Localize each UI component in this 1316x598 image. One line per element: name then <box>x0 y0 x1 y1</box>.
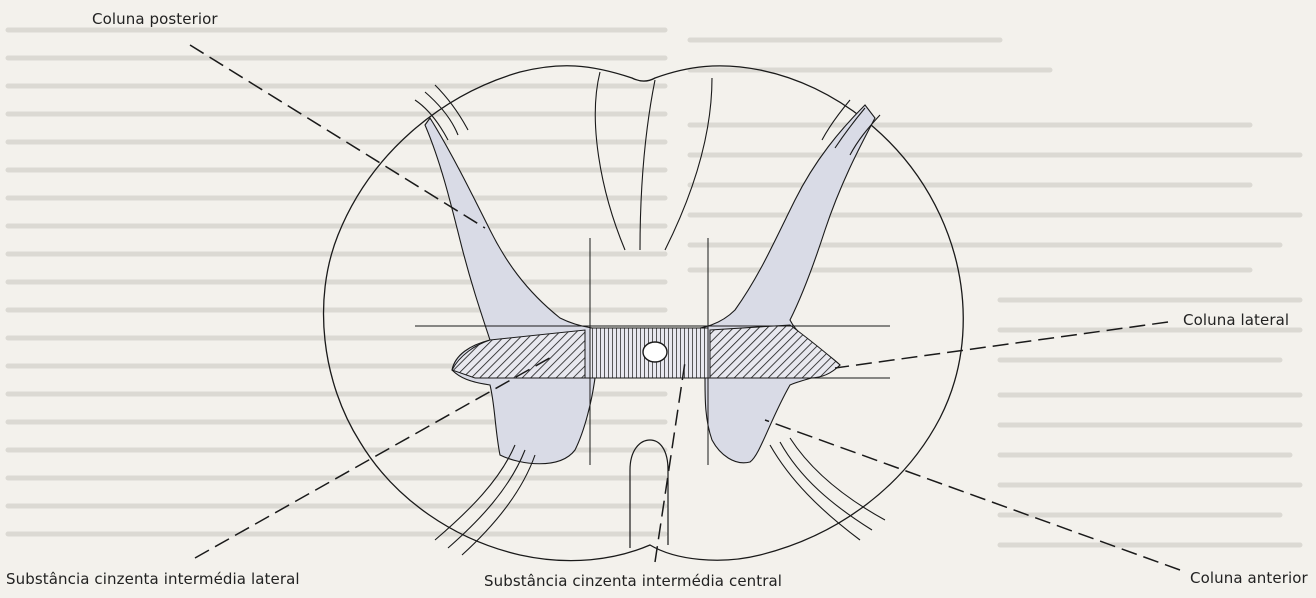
leader-lateral <box>835 322 1168 368</box>
leader-intermediate-central <box>655 362 685 562</box>
label-intermediate-central: Substância cinzenta intermédia central <box>484 572 782 590</box>
label-intermediate-lateral: Substância cinzenta intermédia lateral <box>6 570 300 588</box>
grey-matter <box>425 105 875 464</box>
central-canal <box>643 342 667 362</box>
leader-intermediate-lateral <box>195 355 555 558</box>
anterior-median-fissure <box>630 440 668 545</box>
label-lateral-column: Coluna lateral <box>1183 311 1289 329</box>
leader-anterior <box>765 420 1180 570</box>
intermediate-lateral-zone-right <box>710 325 840 378</box>
posterior-median-septum <box>595 72 712 250</box>
intermediate-lateral-zone-left <box>452 330 585 378</box>
label-posterior-column: Coluna posterior <box>92 10 218 28</box>
label-anterior-column: Coluna anterior <box>1190 569 1308 587</box>
dorsal-roots <box>415 85 880 155</box>
spinal-cord-outline <box>324 66 964 561</box>
